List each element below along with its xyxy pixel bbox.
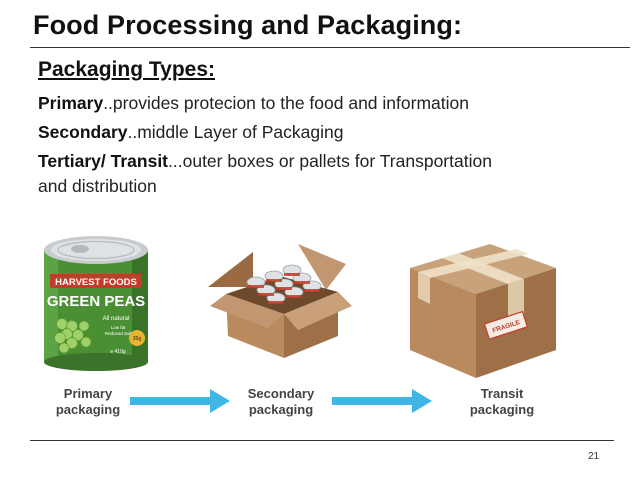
caption-transit-line1: Transit	[480, 386, 524, 401]
flow-arrow-right-icon	[130, 389, 230, 413]
caption-primary-packaging: Primary packaging	[52, 386, 124, 418]
caption-secondary-packaging: Secondary packaging	[243, 386, 319, 418]
flow-arrow-right-icon	[332, 389, 432, 413]
secondary-definition: Secondary..middle Layer of Packaging	[38, 120, 343, 145]
caption-secondary-line1: Secondary	[247, 386, 315, 401]
can-tagline: All natural	[103, 316, 130, 322]
tertiary-definition-continued: and distribution	[38, 174, 157, 199]
footer-divider	[30, 440, 614, 441]
can-net-weight: e 410g	[110, 349, 126, 355]
section-subheading: Packaging Types:	[38, 58, 216, 81]
food-can-image: HARVEST FOODS GREEN PEAS All natural Low…	[44, 236, 148, 371]
tertiary-text: ...outer boxes or pallets for Transporta…	[168, 151, 492, 171]
title-divider	[30, 47, 630, 48]
secondary-text: ..middle Layer of Packaging	[127, 122, 344, 142]
term-tertiary: Tertiary/ Transit	[38, 151, 169, 171]
slide-title: Food Processing and Packaging:	[33, 10, 463, 40]
primary-text: ..provides protecion to the food and inf…	[103, 93, 469, 113]
can-brand: HARVEST FOODS	[55, 277, 137, 288]
primary-definition: Primary..provides protecion to the food …	[38, 91, 469, 116]
fragile-sticker: FRAGILE	[483, 310, 529, 340]
can-product: GREEN PEAS	[47, 293, 145, 310]
caption-primary-line2: packaging	[55, 402, 121, 417]
tertiary-definition: Tertiary/ Transit...outer boxes or palle…	[38, 149, 492, 174]
caption-secondary-line2: packaging	[248, 402, 314, 417]
caption-transit-packaging: Transit packaging	[466, 386, 538, 418]
can-weight-badge: 35g	[133, 336, 142, 342]
open-box-of-cans-image	[208, 244, 352, 358]
page-number: 21	[588, 451, 600, 462]
can-note-2: Reduced salt	[105, 331, 132, 336]
caption-primary-line1: Primary	[63, 386, 113, 401]
stacked-cans-icon	[246, 264, 322, 304]
term-primary: Primary	[38, 93, 104, 113]
caption-transit-line2: packaging	[469, 402, 535, 417]
sealed-transit-box-image: FRAGILE	[410, 244, 556, 378]
can-note-1: Low fat	[111, 325, 126, 330]
tertiary-text-continued: and distribution	[38, 176, 157, 196]
peas-icon	[54, 318, 92, 354]
term-secondary: Secondary	[38, 122, 128, 142]
